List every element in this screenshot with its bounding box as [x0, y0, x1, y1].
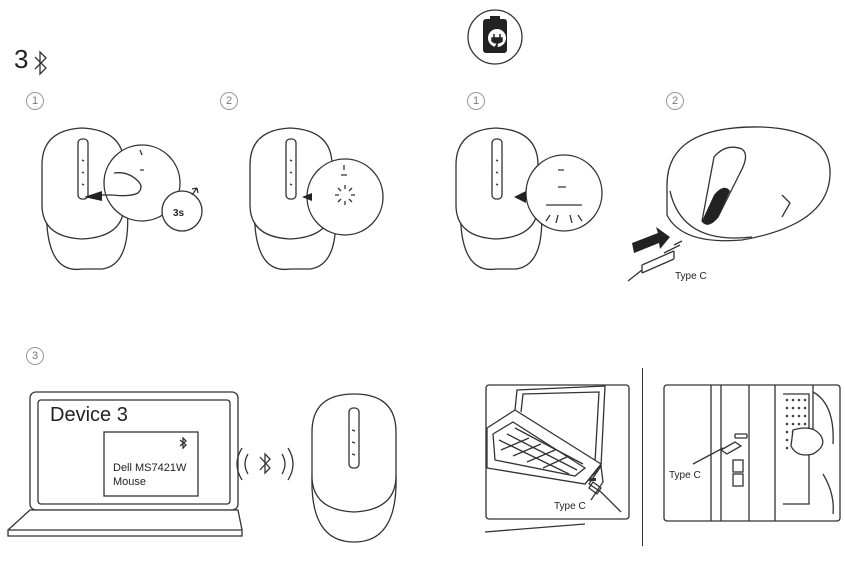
step-badge: 1	[467, 92, 485, 110]
laptop-port-illustration: Type C	[484, 384, 630, 533]
step-badge: 2	[666, 92, 684, 110]
step-badge: 2	[220, 92, 238, 110]
device-name: Dell MS7421W	[113, 462, 187, 474]
step-badge: 1	[26, 92, 44, 110]
bluetooth-icon	[34, 50, 47, 76]
device-type: Mouse	[113, 476, 147, 488]
hold-time-label: 3s	[173, 208, 185, 219]
desktop-port-illustration: Type C	[663, 384, 841, 522]
laptop-illustration	[7, 391, 243, 537]
mouse-top-view	[311, 393, 397, 543]
port-cable-label: Type C	[669, 470, 701, 481]
divider	[642, 368, 643, 546]
wireless-signal-icon	[236, 447, 294, 481]
mouse-charge-light-illustration	[455, 127, 603, 271]
battery-charge-icon	[467, 9, 523, 65]
device-title: Device 3	[50, 404, 128, 426]
mouse-blink-illustration	[249, 127, 384, 271]
mouse-cable-illustration: Type C	[627, 126, 831, 282]
cable-label: Type C	[675, 271, 707, 282]
step-badge: 3	[26, 347, 44, 365]
channel-number: 3	[14, 44, 30, 74]
laptop-cable-label: Type C	[554, 501, 586, 512]
mouse-press-illustration: 3s	[41, 127, 203, 271]
channel-heading: 3	[14, 44, 29, 75]
device-popup: Dell MS7421W Mouse	[113, 461, 186, 489]
